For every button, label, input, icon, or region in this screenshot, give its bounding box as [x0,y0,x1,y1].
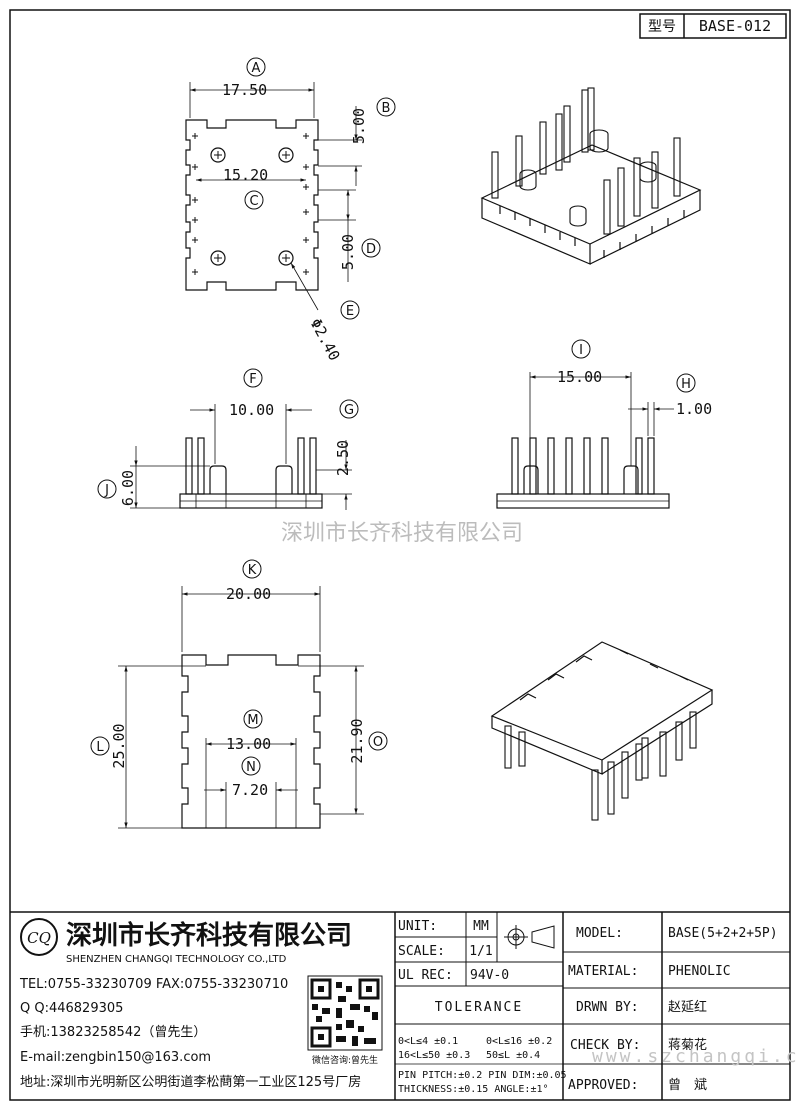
model-label: MODEL: [576,926,623,941]
company-name-en: SHENZHEN CHANGQI TECHNOLOGY CO.,LTD [66,954,287,965]
isometric-top-view [480,87,702,265]
callout-g: G [344,403,354,418]
tolerance-row-4: 50≤L ±0.4 [486,1050,540,1061]
callout-l: L [96,740,104,755]
tolerance-label: TOLERANCE [435,1000,523,1015]
dim-k-20-00: 20.00 [226,585,271,603]
sheet-border [9,9,791,1101]
dim-l-25-00: 25.00 [110,723,128,768]
title-block: CQ 深圳市长齐科技有限公司 SHENZHEN CHANGQI TECHNOLO… [10,911,800,1100]
contact-address: 地址:深圳市光明新区公明街道李松蔄第一工业区125号厂房 [20,1074,361,1090]
callout-a: A [252,61,261,76]
type-label: 型号 [648,19,676,35]
contact-mobile: 手机:13823258542（曾先生） [20,1025,206,1040]
drawn-label: DRWN BY: [576,1000,639,1015]
company-name-cn: 深圳市长齐科技有限公司 [66,920,352,951]
dim-n-7-20: 7.20 [232,781,268,799]
callout-f: F [249,372,256,387]
contact-tel-fax: TEL:0755-33230709 FAX:0755-33230710 [19,977,288,992]
front-view [130,404,352,510]
dim-d-5-00: 5.00 [339,234,357,270]
ulrec-label: UL REC: [398,968,453,983]
qr-code [307,975,383,1051]
dim-o-21-90: 21.90 [348,718,366,763]
callout-d: D [366,242,376,257]
callout-c: C [249,194,258,209]
tolerance-row-6: THICKNESS:±0.15 ANGLE:±1° [398,1084,549,1095]
check-label: CHECK BY: [570,1038,640,1053]
ulrec-value: 94V-0 [470,968,509,983]
top-view-callouts [244,57,396,320]
hole-marker [278,147,294,163]
dim-diameter: Φ2.40 [306,315,343,363]
hole-marker [278,250,294,266]
callout-m: M [247,713,258,728]
model-value: BASE(5+2+2+5P) [668,926,778,941]
approved-label: APPROVED: [568,1078,638,1093]
hole-marker [210,250,226,266]
callout-e: E [346,304,354,319]
wechat-label: 微信咨询:曾先生 [312,1054,378,1066]
callout-i: I [579,343,583,358]
scale-label: SCALE: [398,944,445,959]
contact-qq: Q Q:446829305 [20,1001,123,1016]
callout-n: N [246,760,256,775]
unit-value: MM [473,919,489,934]
watermark: 深圳市长齐科技有限公司 [281,521,523,546]
bottom-view [118,586,364,829]
approved-value: 曾 斌 [668,1078,707,1093]
scale-value: 1/1 [469,944,492,959]
top-view [185,82,362,311]
callout-b: B [382,101,391,116]
dim-f-10-00: 10.00 [229,401,274,419]
dim-inner-15-20: 15.20 [223,166,268,184]
tolerance-row-1: 0<L≤4 ±0.1 [398,1036,458,1047]
tolerance-row-5: PIN PITCH:±0.2 PIN DIM:±0.05 [398,1070,567,1081]
callout-h: H [681,377,691,392]
dim-g-2-50: 2.50 [334,440,352,476]
check-value: 蒋菊花 [668,1037,707,1053]
side-view [496,372,674,509]
drawn-value: 赵延红 [668,999,707,1015]
dim-h-1-00: 1.00 [676,400,712,418]
unit-label: UNIT: [398,919,437,934]
dim-b-5-00: 5.00 [350,108,368,144]
company-logo: CQ [20,918,58,956]
dim-m-13-00: 13.00 [226,735,271,753]
dim-width-17-50: 17.50 [222,81,267,99]
website-watermark: www.szchangqi.cn [592,1046,800,1067]
callout-j: J [104,483,109,498]
callout-o: O [373,735,383,750]
contact-email: E-mail:zengbin150@163.com [20,1050,211,1065]
material-value: PHENOLIC [668,964,731,979]
dim-i-15-00: 15.00 [557,368,602,386]
callout-k: K [248,563,257,578]
isometric-bottom-view [490,641,714,821]
projection-symbol-icon [504,925,555,949]
logo-text: CQ [27,929,51,947]
header-model-box: 型号 BASE-012 [639,13,787,39]
model-code: BASE-012 [699,17,771,35]
material-label: MATERIAL: [568,964,638,979]
hole-marker [210,147,226,163]
tolerance-row-2: 0<L≤16 ±0.2 [486,1036,552,1047]
dim-j-6-00: 6.00 [119,470,137,506]
tolerance-row-3: 16<L≤50 ±0.3 [398,1050,470,1061]
top-view-dims: 17.50 15.20 5.00 5.00 Φ2.40 [222,81,368,364]
